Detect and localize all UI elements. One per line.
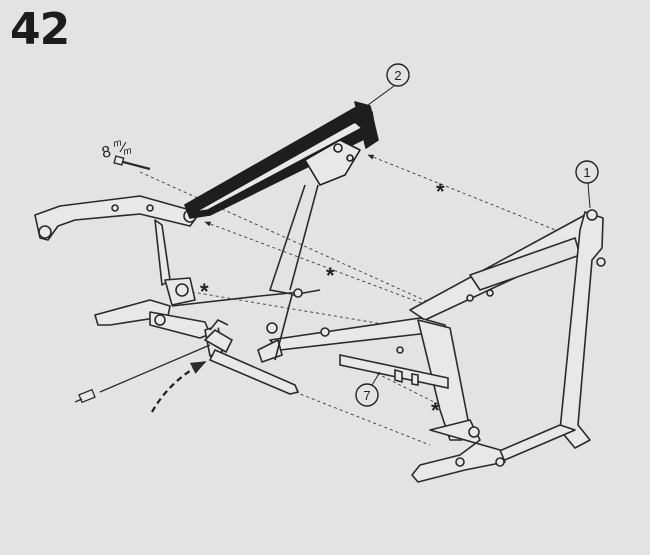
asterisk-marker-2: * (326, 263, 335, 288)
pointer-arrow (151, 361, 207, 413)
asterisk-marker-3: * (200, 279, 209, 304)
top-tank-member (184, 101, 379, 219)
step-number: 42 (10, 4, 70, 55)
callout-1-label: 1 (583, 165, 590, 180)
lower-shaft (203, 318, 300, 395)
main-frame (257, 209, 606, 483)
bolt-torque-unit-slash (119, 141, 127, 153)
callout-2-label: 2 (394, 68, 401, 83)
shaft-part-7 (339, 354, 449, 389)
bolt (113, 155, 151, 171)
asterisk-marker-1: * (436, 179, 445, 204)
callout-7-label: 7 (363, 388, 370, 403)
bolt-torque-unit-num: m (112, 137, 122, 149)
asterisk-marker-4: * (431, 398, 440, 423)
bolt-torque-value: 8 (100, 143, 112, 161)
guide-line-top-rail (204, 221, 441, 311)
callout-1: 1 (575, 160, 599, 209)
callout-2: 2 (367, 63, 410, 106)
guide-line-seat-post (179, 288, 419, 331)
rear-subframe (34, 195, 223, 357)
callout-7: 7 (355, 371, 381, 407)
guide-line-tank-front (367, 154, 569, 236)
bolt-torque-unit-den: m (122, 145, 132, 157)
cable (74, 344, 211, 404)
guide-line-lower-shaft (294, 391, 431, 446)
seat-post-tubes (171, 184, 319, 307)
